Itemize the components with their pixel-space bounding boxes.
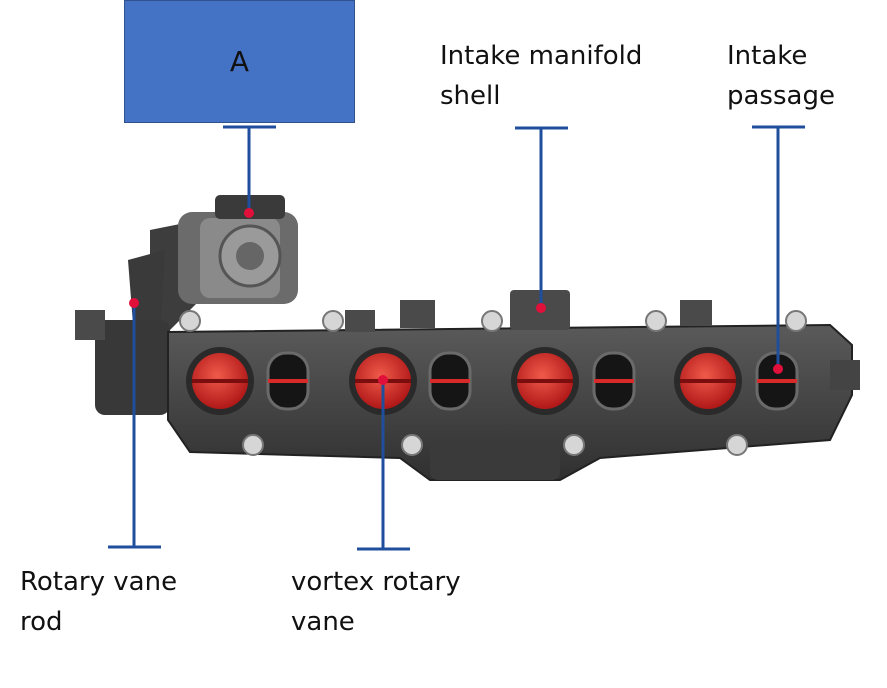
leader-lines (108, 125, 805, 551)
label-rotary-vane-rod: Rotary vane rod (20, 567, 178, 637)
marker-dots (129, 208, 783, 385)
marker-dot-intake-manifold-shell (536, 303, 546, 313)
marker-dot-vortex-rotary-vane (378, 375, 388, 385)
label-vortex-rotary-vane: vortex rotary vane (291, 567, 461, 637)
marker-dot-box-a (244, 208, 254, 218)
leader-line-rotary-vane-rod (108, 303, 161, 549)
marker-dot-intake-passage (773, 364, 783, 374)
leader-line-intake-manifold-shell (515, 126, 568, 308)
callout-box-a: A (124, 0, 355, 123)
label-intake-passage: Intake passage (727, 41, 835, 111)
rotary-vane-rod-housing (75, 250, 170, 415)
vortex-vane-4 (674, 347, 742, 415)
callout-box-a-label: A (229, 45, 250, 78)
marker-dot-rotary-vane-rod (129, 298, 139, 308)
vortex-vane-1 (186, 347, 254, 415)
label-intake-manifold-shell: Intake manifold shell (440, 41, 643, 111)
leader-line-vortex-rotary-vane (357, 380, 410, 551)
leader-line-box-a (223, 125, 276, 213)
actuator-assembly (150, 195, 298, 330)
intake-passages (266, 351, 799, 411)
vortex-vane-3 (511, 347, 579, 415)
mounting-bolts (179, 310, 807, 456)
leader-line-intake-passage (752, 125, 805, 369)
